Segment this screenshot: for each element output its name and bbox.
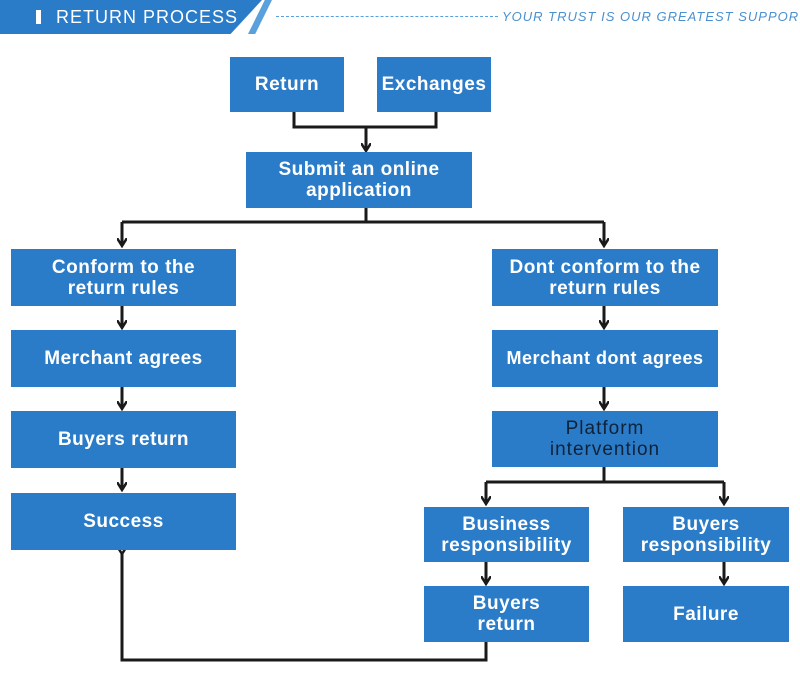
line-submit-split (122, 208, 604, 224)
header-tab (0, 0, 262, 34)
node-merchant-disagrees: Merchant dont agrees (492, 330, 718, 387)
line-loop-back (122, 554, 488, 662)
header-bar-icon (36, 10, 41, 24)
node-buyers-return: Buyers return (11, 411, 236, 468)
node-return: Return (230, 57, 344, 112)
node-success: Success (11, 493, 236, 550)
header-tagline: YOUR TRUST IS OUR GREATEST SUPPORT (502, 9, 800, 24)
node-not-conform: Dont conform to the return rules (492, 249, 718, 306)
node-buyers-resp: Buyers responsibility (623, 507, 789, 562)
node-platform: Platform intervention (492, 411, 718, 467)
node-exchanges: Exchanges (377, 57, 491, 112)
node-failure: Failure (623, 586, 789, 642)
node-submit: Submit an online application (246, 152, 472, 208)
line-return-merge (292, 112, 438, 129)
node-buyers-return-2: Buyers return (424, 586, 589, 642)
node-conform: Conform to the return rules (11, 249, 236, 306)
header-title: RETURN PROCESS (56, 7, 239, 27)
node-merchant-agrees: Merchant agrees (11, 330, 236, 387)
header-dashed-line (276, 16, 498, 17)
node-business-resp: Business responsibility (424, 507, 589, 562)
line-platform-split (486, 467, 724, 484)
